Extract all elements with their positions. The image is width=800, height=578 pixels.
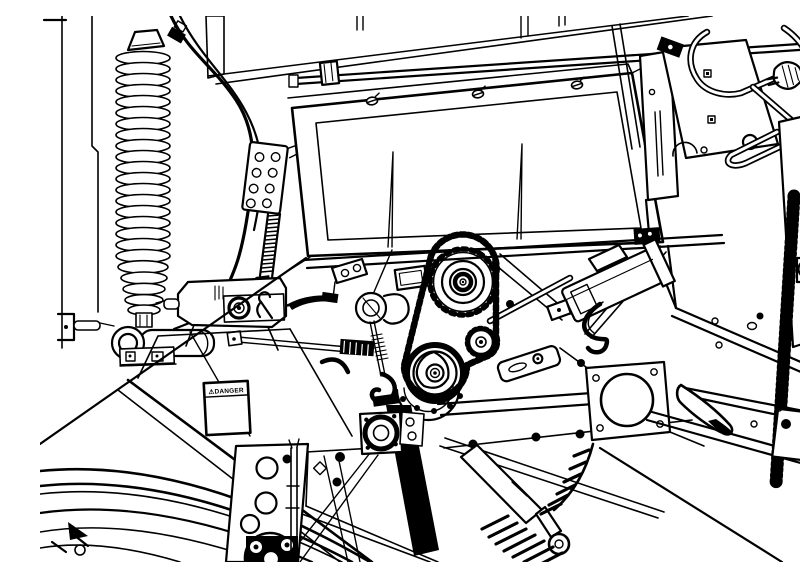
adjuster-plate <box>242 139 300 216</box>
hand-knob <box>764 59 800 94</box>
left-frame <box>58 16 114 348</box>
coil-spring <box>116 30 170 327</box>
tension-hook <box>372 374 400 407</box>
machinery-line-drawing: ⚠DANGER <box>40 16 800 562</box>
adjuster-rod <box>227 331 374 356</box>
cable-bracket <box>280 257 367 310</box>
danger-decal: ⚠DANGER <box>204 381 251 435</box>
electric-actuator <box>547 239 675 352</box>
rake-tines <box>482 444 593 562</box>
machinery-illustration: ⚠DANGER <box>40 16 800 562</box>
decal-square <box>772 409 800 463</box>
